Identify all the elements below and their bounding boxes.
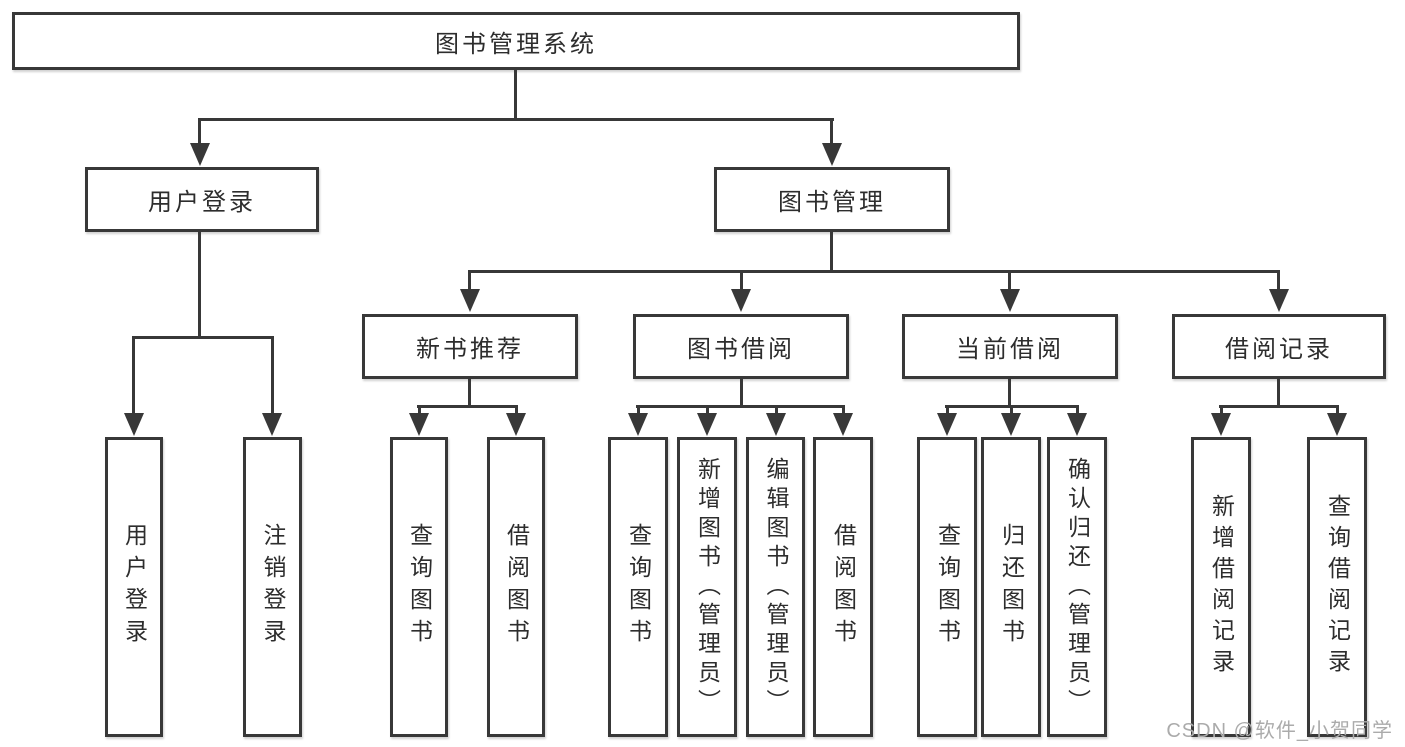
connector-drop	[1076, 405, 1079, 416]
leaf-query-books-recommend: 查询图书	[390, 437, 448, 737]
node-user-login: 用户登录	[85, 167, 319, 232]
connector-group-stem	[1008, 379, 1011, 407]
connector-drop	[830, 118, 833, 146]
arrowhead-icon	[766, 413, 786, 436]
leaf-return-books: 归还图书	[981, 437, 1041, 737]
connector-drop	[418, 405, 421, 416]
connector-drop	[271, 336, 274, 416]
leaf-add-borrow-record: 新增借阅记录	[1191, 437, 1251, 737]
arrowhead-icon	[1327, 413, 1347, 436]
arrowhead-icon	[833, 413, 853, 436]
leaf-label: 新增借阅记录	[1208, 494, 1235, 680]
arrowhead-icon	[124, 413, 144, 436]
connector-drop	[706, 405, 709, 416]
leaf-user-login: 用户登录	[105, 437, 163, 737]
node-label: 当前借阅	[956, 336, 1064, 363]
connector-drop	[1010, 405, 1013, 416]
arrowhead-icon	[460, 289, 480, 312]
leaf-label: 查询图书	[934, 523, 961, 651]
connector-drop	[1008, 270, 1011, 292]
arrowhead-icon	[262, 413, 282, 436]
node-new-book-recommendation: 新书推荐	[362, 314, 578, 379]
arrowhead-icon	[1001, 413, 1021, 436]
connector-level3-bar	[468, 270, 1280, 273]
arrowhead-icon	[1067, 413, 1087, 436]
connector-group-bar	[636, 405, 844, 408]
connector-drop	[946, 405, 949, 416]
connector-drop	[740, 270, 743, 292]
connector-drop	[1277, 270, 1280, 292]
connector-group-bar	[1219, 405, 1338, 408]
node-label: 用户登录	[148, 189, 256, 216]
node-label: 图书借阅	[687, 336, 795, 363]
arrowhead-icon	[937, 413, 957, 436]
arrowhead-icon	[1269, 289, 1289, 312]
node-borrowing-records: 借阅记录	[1172, 314, 1386, 379]
leaf-label: 确认归还（管理员）	[1064, 456, 1091, 718]
connector-drop	[637, 405, 640, 416]
node-label: 借阅记录	[1225, 336, 1333, 363]
connector-drop	[132, 336, 135, 416]
connector-level2-bar	[198, 118, 834, 121]
node-label: 图书管理系统	[435, 30, 597, 58]
leaf-borrow-books-recommend: 借阅图书	[487, 437, 545, 737]
node-label: 图书管理	[778, 189, 886, 216]
leaf-label: 编辑图书（管理员）	[763, 456, 789, 718]
leaf-confirm-return-admin: 确认归还（管理员）	[1047, 437, 1107, 737]
leaf-label: 归还图书	[998, 523, 1025, 651]
arrowhead-icon	[1211, 413, 1231, 436]
arrowhead-icon	[190, 143, 210, 166]
connector-group-stem	[740, 379, 743, 407]
connector-group-stem	[1277, 379, 1280, 407]
connector-drop	[515, 405, 518, 416]
leaf-label: 查询图书	[625, 523, 652, 651]
arrowhead-icon	[1000, 289, 1020, 312]
leaf-label: 查询图书	[406, 523, 433, 651]
node-label: 新书推荐	[416, 336, 524, 363]
connector-group-stem	[468, 379, 471, 407]
connector-user-login-stem	[198, 232, 201, 339]
connector-drop	[468, 270, 471, 292]
leaf-add-books-admin: 新增图书（管理员）	[677, 437, 737, 737]
node-current-borrowing: 当前借阅	[902, 314, 1118, 379]
connector-drop	[198, 118, 201, 146]
arrowhead-icon	[822, 143, 842, 166]
connector-drop	[775, 405, 778, 416]
arrowhead-icon	[697, 413, 717, 436]
leaf-label: 查询借阅记录	[1324, 494, 1351, 680]
arrowhead-icon	[506, 413, 526, 436]
leaf-logout: 注销登录	[243, 437, 302, 737]
csdn-watermark: CSDN @软件_小贺同学	[1166, 720, 1393, 742]
node-book-management: 图书管理	[714, 167, 950, 232]
leaf-query-books-current: 查询图书	[917, 437, 977, 737]
arrowhead-icon	[409, 413, 429, 436]
connector-user-login-bar	[132, 336, 274, 339]
node-book-borrowing: 图书借阅	[633, 314, 849, 379]
arrowhead-icon	[731, 289, 751, 312]
leaf-edit-books-admin: 编辑图书（管理员）	[746, 437, 805, 737]
connector-drop	[1336, 405, 1339, 416]
leaf-query-borrow-record: 查询借阅记录	[1307, 437, 1367, 737]
connector-book-management-stem	[830, 232, 833, 272]
leaf-label: 新增图书（管理员）	[694, 456, 721, 718]
connector-drop	[1220, 405, 1223, 416]
leaf-query-books-borrowing: 查询图书	[608, 437, 668, 737]
arrowhead-icon	[628, 413, 648, 436]
leaf-label: 注销登录	[260, 523, 286, 651]
node-library-management-system: 图书管理系统	[12, 12, 1020, 70]
connector-group-bar	[417, 405, 518, 408]
leaf-label: 借阅图书	[503, 523, 530, 651]
leaf-label: 借阅图书	[830, 523, 857, 651]
leaf-label: 用户登录	[121, 523, 148, 651]
leaf-borrow-books-borrowing: 借阅图书	[813, 437, 873, 737]
connector-root-stem	[514, 70, 517, 118]
connector-drop	[842, 405, 845, 416]
